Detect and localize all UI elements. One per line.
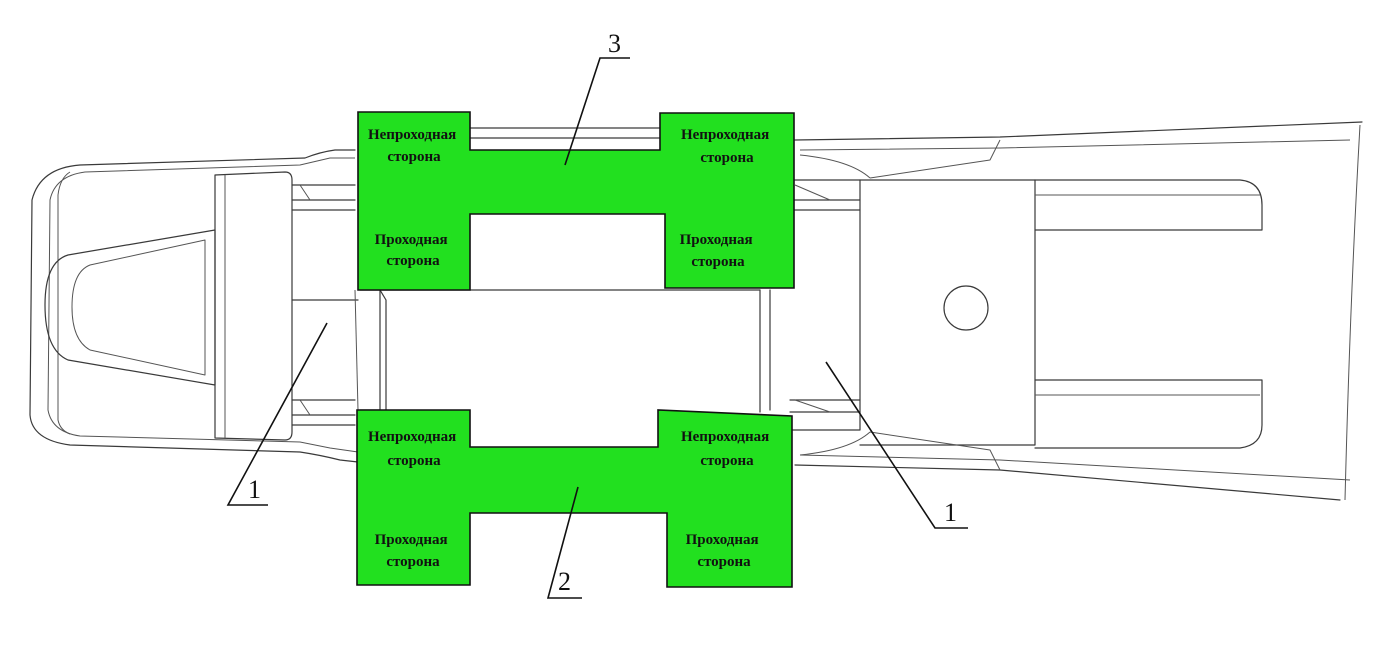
- gauge-3-bl-label: Проходная сторона: [375, 232, 452, 269]
- gauge-2-tl-label: Непроходная сторона: [368, 429, 460, 469]
- gauge-2-bl-label: Проходная сторона: [375, 532, 452, 570]
- gauge-3-tl-label: Непроходная сторона: [368, 127, 460, 165]
- right-coupler-body: [789, 121, 1363, 501]
- callout-1-right-number: 1: [944, 498, 957, 527]
- callout-1-left-number: 1: [248, 475, 261, 504]
- gauge-3-tr-label: Непроходная сторона: [681, 127, 773, 166]
- callout-3: 3: [564, 29, 630, 166]
- gauge-3-body: [357, 111, 795, 291]
- gauge-2-br-label: Проходная сторона: [686, 532, 763, 570]
- gauge-3-br-label: Проходная сторона: [680, 232, 757, 270]
- callout-3-number: 3: [608, 29, 621, 58]
- gauge-2-tr-label: Непроходная сторона: [681, 429, 773, 469]
- callout-1-right: 1: [825, 361, 968, 529]
- callout-2-number: 2: [558, 567, 571, 596]
- callout-1-left: 1: [226, 322, 328, 506]
- left-coupler-body: [29, 149, 359, 463]
- gauge-3: Непроходная сторона Непроходная сторона …: [357, 111, 795, 291]
- callout-2: 2: [546, 486, 582, 599]
